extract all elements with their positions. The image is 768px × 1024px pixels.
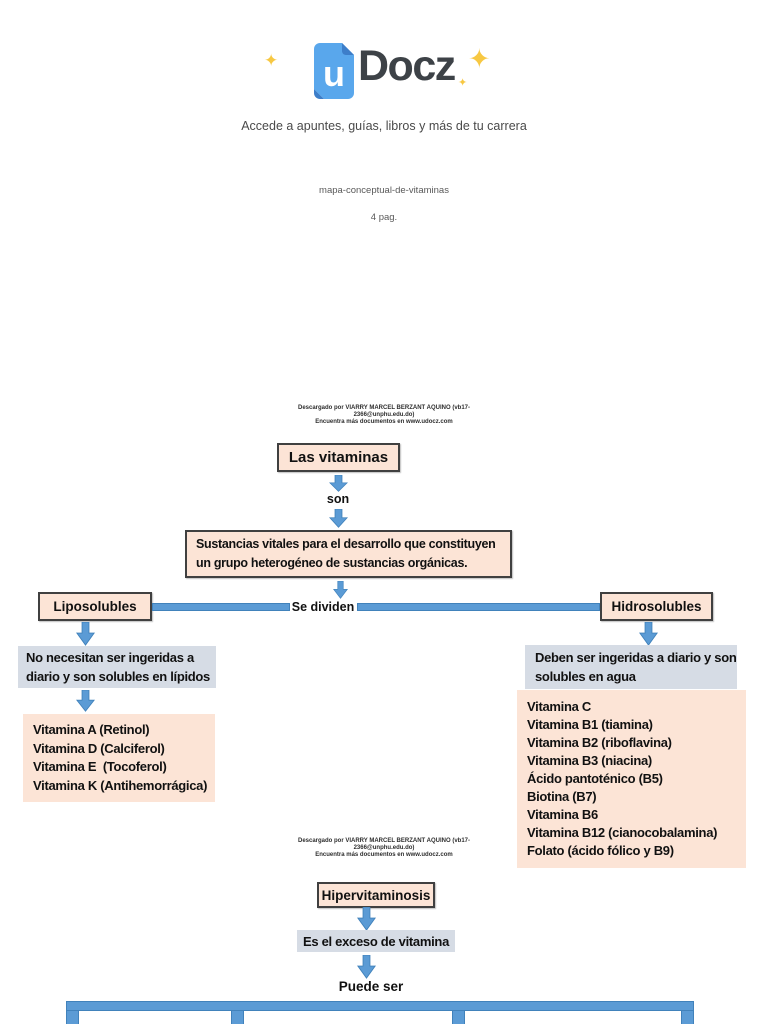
divide-label: Se dividen <box>291 600 355 614</box>
hidrosolubles-box: Hidrosolubles <box>600 592 713 621</box>
root-box-las-vitaminas: Las vitaminas <box>277 443 400 472</box>
list-item: Biotina (B7) <box>527 789 597 804</box>
watermark-line: Descargado por VIARRY MARCEL BERZANT AQU… <box>297 405 471 411</box>
arrow-down-icon <box>357 907 376 931</box>
watermark-line: 2366@unphu.edu.do) <box>353 845 415 851</box>
connector-bar <box>152 603 290 611</box>
connector-bar <box>66 1010 79 1024</box>
hipervitaminosis-description-box: Es el exceso de vitamina <box>297 930 455 952</box>
list-item: un grupo heterogéneo de sustancias orgán… <box>196 556 468 570</box>
sparkle-icon: ✦ <box>458 77 468 89</box>
watermark-line: Descargado por VIARRY MARCEL BERZANT AQU… <box>297 838 471 844</box>
arrow-down-icon <box>333 581 348 599</box>
connector-bar <box>681 1010 694 1024</box>
list-item: Vitamina A (Retinol) <box>33 722 150 737</box>
puede-ser-label: Puede ser <box>338 979 404 994</box>
udocz-document-icon: u <box>314 43 354 99</box>
list-item: No necesitan ser ingeridas a <box>26 650 194 665</box>
download-watermark: Descargado por VIARRY MARCEL BERZANT AQU… <box>0 405 768 426</box>
site-tagline: Accede a apuntes, guías, libros y más de… <box>241 119 527 133</box>
download-watermark: Descargado por VIARRY MARCEL BERZANT AQU… <box>0 838 768 859</box>
liposolubles-description-box: No necesitan ser ingeridas a diario y son… <box>18 646 216 688</box>
liposolubles-vitamins-list: Vitamina A (Retinol) Vitamina D (Calcifer… <box>23 714 215 802</box>
list-item: Vitamina D (Calciferol) <box>33 740 165 756</box>
list-item: solubles en agua <box>535 669 636 684</box>
hidrosolubles-vitamins-list: Vitamina C Vitamina B1 (tiamina) Vitamina … <box>517 690 746 868</box>
connector-bar <box>357 603 600 611</box>
arrow-down-icon <box>76 622 95 646</box>
watermark-line: 2366@unphu.edu.do) <box>353 412 415 418</box>
arrow-down-icon <box>76 690 95 712</box>
udocz-logo[interactable]: u <box>314 43 354 104</box>
list-item: Vitamina B2 (riboflavina) <box>527 735 672 750</box>
list-item: Vitamina B6 <box>527 807 598 822</box>
list-item: Vitamina E (Tocoferol) <box>33 759 167 774</box>
connector-bar <box>231 1010 244 1024</box>
document-title: mapa-conceptual-de-vitaminas <box>319 185 449 196</box>
liposolubles-box: Liposolubles <box>38 592 152 621</box>
list-item: Vitamina K (Antihemorrágica) <box>33 777 208 793</box>
list-item: Folato (ácido fólico y B9) <box>527 843 674 858</box>
arrow-down-icon <box>329 509 348 528</box>
list-item: Vitamina C <box>527 699 591 714</box>
logo-wordmark[interactable]: Docz <box>358 42 456 90</box>
arrow-down-icon <box>357 955 376 979</box>
connector-bar <box>66 1001 694 1011</box>
hipervitaminosis-box: Hipervitaminosis <box>317 882 435 908</box>
watermark-line: Encuentra más documentos en www.udocz.co… <box>315 852 453 858</box>
list-item: Deben ser ingeridas a diario y son <box>535 650 737 665</box>
list-item: Ácido pantoténico (B5) <box>527 771 663 786</box>
sparkle-icon: ✦ <box>264 51 279 70</box>
connector-label-son: son <box>326 492 350 506</box>
arrow-down-icon <box>639 622 658 646</box>
logo-u-letter: u <box>323 53 345 94</box>
list-item: Sustancias vitales para el desarrollo qu… <box>196 537 496 551</box>
sparkle-icon: ✦ <box>468 44 491 74</box>
list-item: Vitamina B1 (tiamina) <box>527 717 653 732</box>
list-item: Vitamina B3 (niacina) <box>527 753 652 768</box>
list-item: Vitamina B12 (cianocobalamina) <box>527 825 718 840</box>
connector-bar <box>452 1010 465 1024</box>
list-item: diario y son solubles en lípidos <box>26 669 210 684</box>
arrow-down-icon <box>329 475 348 492</box>
hidrosolubles-description-box: Deben ser ingeridas a diario y son solubl… <box>525 645 737 689</box>
watermark-line: Encuentra más documentos en www.udocz.co… <box>315 419 453 425</box>
definition-box: Sustancias vitales para el desarrollo qu… <box>185 530 512 578</box>
page-count: 4 pag. <box>370 212 398 223</box>
